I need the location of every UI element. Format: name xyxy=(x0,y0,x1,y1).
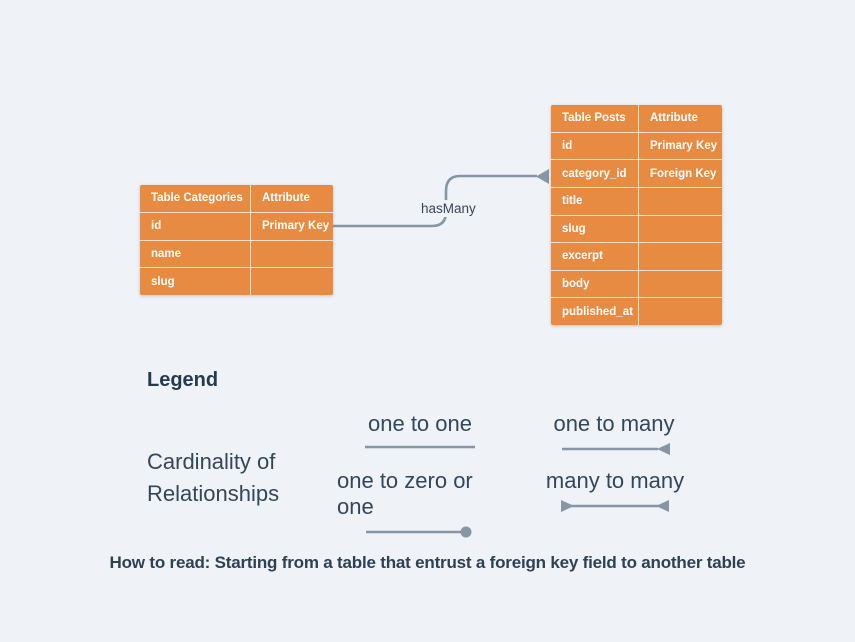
attribute-column-header: Attribute xyxy=(250,185,333,212)
table-row: id Primary Key xyxy=(140,211,333,240)
legend-item-label: one to many xyxy=(553,411,675,436)
field-name: id xyxy=(151,220,162,233)
field-attribute xyxy=(638,243,722,270)
table-row: excerpt xyxy=(551,242,722,270)
table-title: Table Categories xyxy=(151,192,243,205)
field-name: published_at xyxy=(562,305,633,318)
table-node-categories[interactable]: Table Categories Attribute id Primary Ke… xyxy=(140,185,333,295)
cardinality-label-line2: Relationships xyxy=(147,481,280,506)
field-name: title xyxy=(562,195,583,208)
table-row: title xyxy=(551,186,722,215)
table-header-row: Table Posts Attribute xyxy=(551,105,722,132)
legend-item-one-to-one: one to one xyxy=(352,411,488,452)
field-attribute xyxy=(638,215,722,243)
field-name: body xyxy=(562,278,590,291)
table-row: published_at xyxy=(551,297,722,325)
table-header-row: Table Categories Attribute xyxy=(140,185,333,212)
legend-item-one-to-zero-or-one: one to zero or one xyxy=(337,468,503,539)
field-name: name xyxy=(151,247,182,260)
field-name: slug xyxy=(151,275,175,288)
table-title: Table Posts xyxy=(562,112,626,125)
legend-item-label: one to zero or one xyxy=(337,468,473,519)
how-to-read-note: How to read: Starting from a table that … xyxy=(109,553,746,572)
one-to-many-symbol-icon xyxy=(562,443,670,455)
table-node-posts[interactable]: Table Posts Attribute id Primary Key cat… xyxy=(551,105,722,325)
one-to-one-symbol-icon xyxy=(365,445,475,449)
relationship-label[interactable]: hasMany xyxy=(417,200,480,217)
legend-item-label: many to many xyxy=(545,468,685,493)
attribute-column-header: Attribute xyxy=(638,105,722,132)
field-attribute: Foreign Key xyxy=(638,160,722,187)
field-attribute: Primary Key xyxy=(638,132,722,160)
table-row: slug xyxy=(140,267,333,295)
legend-item-one-to-many: one to many xyxy=(546,411,682,456)
cardinality-section-label: Cardinality of Relationships xyxy=(147,446,279,510)
field-name: id xyxy=(562,139,573,152)
table-row: category_id Foreign Key xyxy=(551,159,722,187)
field-name: category_id xyxy=(562,167,627,180)
field-attribute xyxy=(250,240,333,268)
legend-item-many-to-many: many to many xyxy=(542,468,688,513)
table-row: name xyxy=(140,239,333,268)
field-attribute xyxy=(638,187,722,215)
field-attribute xyxy=(250,268,333,295)
field-attribute xyxy=(638,270,722,298)
field-name: slug xyxy=(562,222,586,235)
field-attribute: Primary Key xyxy=(250,212,333,240)
many-end-marker-icon xyxy=(536,169,549,184)
table-row: body xyxy=(551,269,722,298)
one-to-zero-or-one-symbol-icon xyxy=(366,526,472,538)
table-row: id Primary Key xyxy=(551,131,722,160)
many-to-many-symbol-icon xyxy=(561,500,669,512)
field-name: excerpt xyxy=(562,250,603,263)
legend-title: Legend xyxy=(147,369,219,391)
table-row: slug xyxy=(551,214,722,243)
field-attribute xyxy=(638,298,722,325)
cardinality-label-line1: Cardinality of xyxy=(147,449,276,474)
legend-item-label: one to one xyxy=(368,411,472,436)
